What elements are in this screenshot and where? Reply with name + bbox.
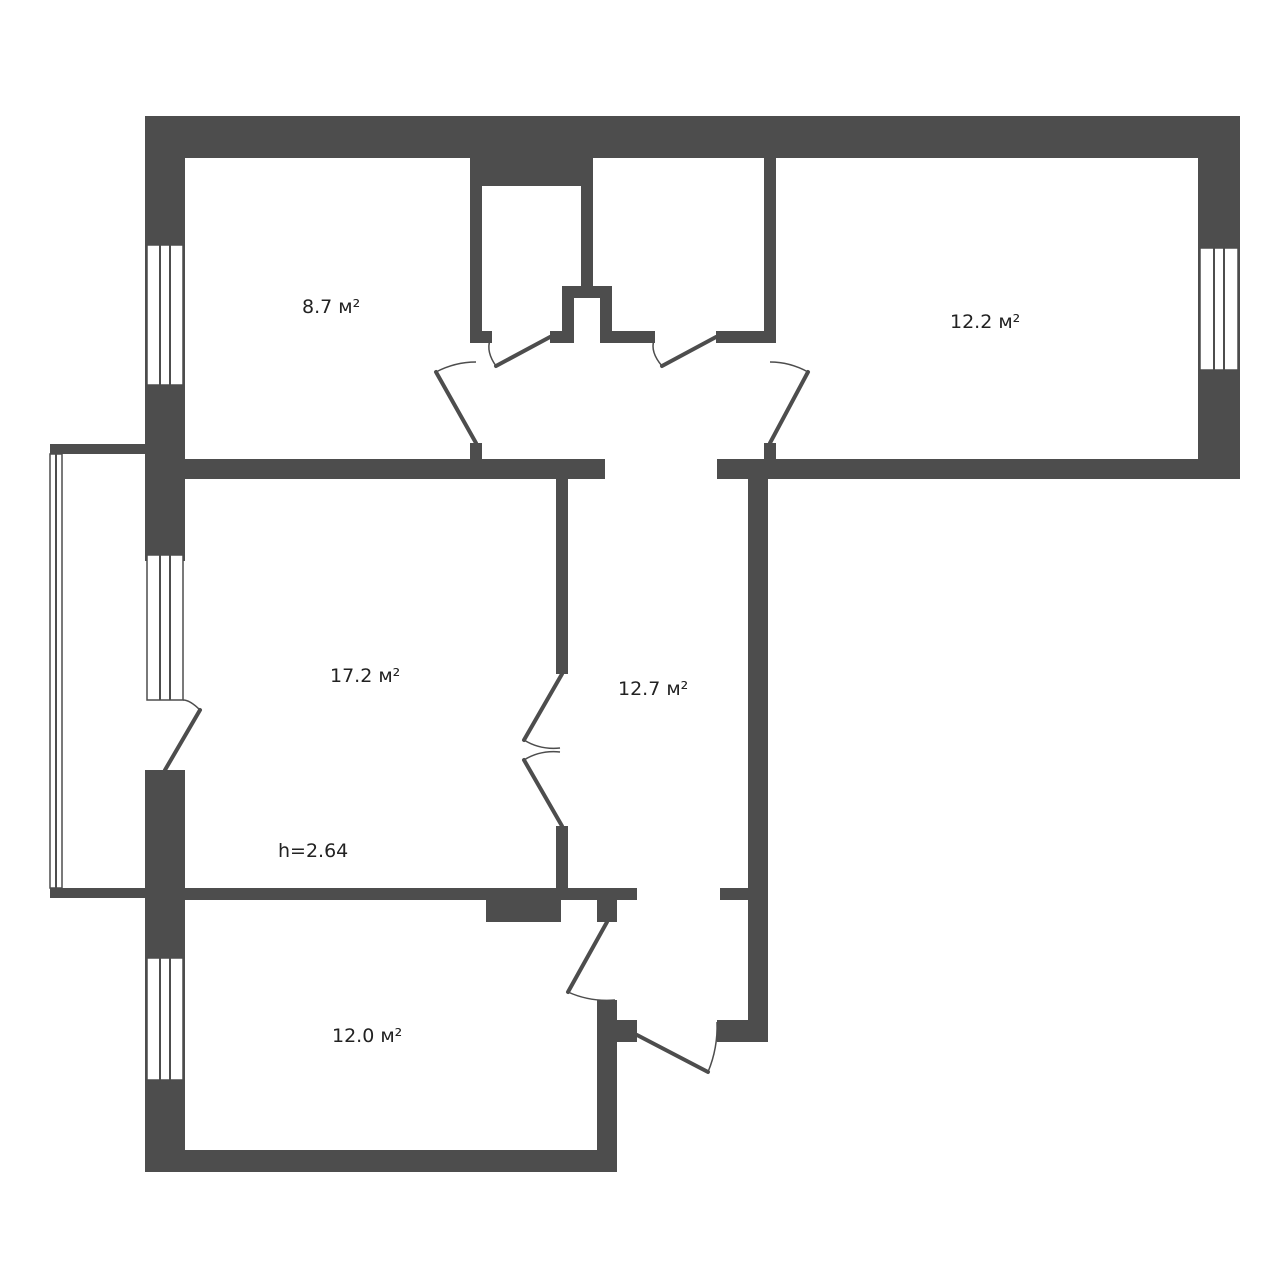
closet-wall-mid (581, 158, 593, 288)
closet-wall-top (470, 158, 590, 186)
wall-mid-left (185, 459, 605, 479)
radiator-block (486, 900, 561, 922)
closet-niche-right (600, 286, 612, 343)
door-closet-left (488, 335, 552, 368)
area-bedroom-right: 12.2 м² (950, 311, 1020, 333)
wall-top (145, 116, 1240, 158)
area-bedroom-bottom: 12.0 м² (332, 1025, 402, 1047)
door-post-right (764, 443, 776, 459)
partition-living-top (556, 479, 568, 674)
window-top-left (146, 244, 184, 386)
wall-hall-stub (720, 888, 768, 900)
wall-post (597, 900, 617, 922)
door-post-left (470, 443, 482, 459)
closet-stub-mid-left (550, 331, 574, 343)
wall-bottom-room-right (597, 1000, 617, 1172)
window-right (1199, 247, 1239, 371)
closet-stub-mid-right (600, 331, 655, 343)
balcony (49, 444, 145, 898)
door-living-balcony (163, 699, 202, 772)
closet-niche-left (562, 286, 574, 343)
area-living-room: 17.2 м² (330, 665, 400, 687)
wall-entry-stub-left (597, 1020, 637, 1042)
ceiling-height: h=2.64 (278, 840, 348, 862)
door-living-hall (522, 672, 564, 828)
wall-mid-right (717, 459, 1240, 479)
window-living (146, 554, 184, 701)
door-bedroom-small (434, 361, 478, 445)
door-entrance (635, 1021, 718, 1074)
window-bottom (146, 957, 184, 1081)
door-bedroom-right (768, 361, 810, 445)
wall-hall-right (748, 479, 768, 1042)
closet-stub-left (482, 331, 492, 343)
wall-living-bottom (185, 888, 637, 900)
door-closet-right (652, 335, 718, 368)
closet-wall-right (764, 158, 776, 343)
closet-niche-top (562, 286, 612, 298)
closet-wall-left (470, 158, 482, 343)
closet-stub-right (716, 331, 764, 343)
partition-living-bottom (556, 826, 568, 890)
door-bottom-room (566, 920, 616, 1002)
wall-bottom (145, 1150, 617, 1172)
wall-entry-stub (717, 1020, 768, 1042)
area-bedroom-small: 8.7 м² (302, 296, 360, 318)
area-hallway: 12.7 м² (618, 678, 688, 700)
